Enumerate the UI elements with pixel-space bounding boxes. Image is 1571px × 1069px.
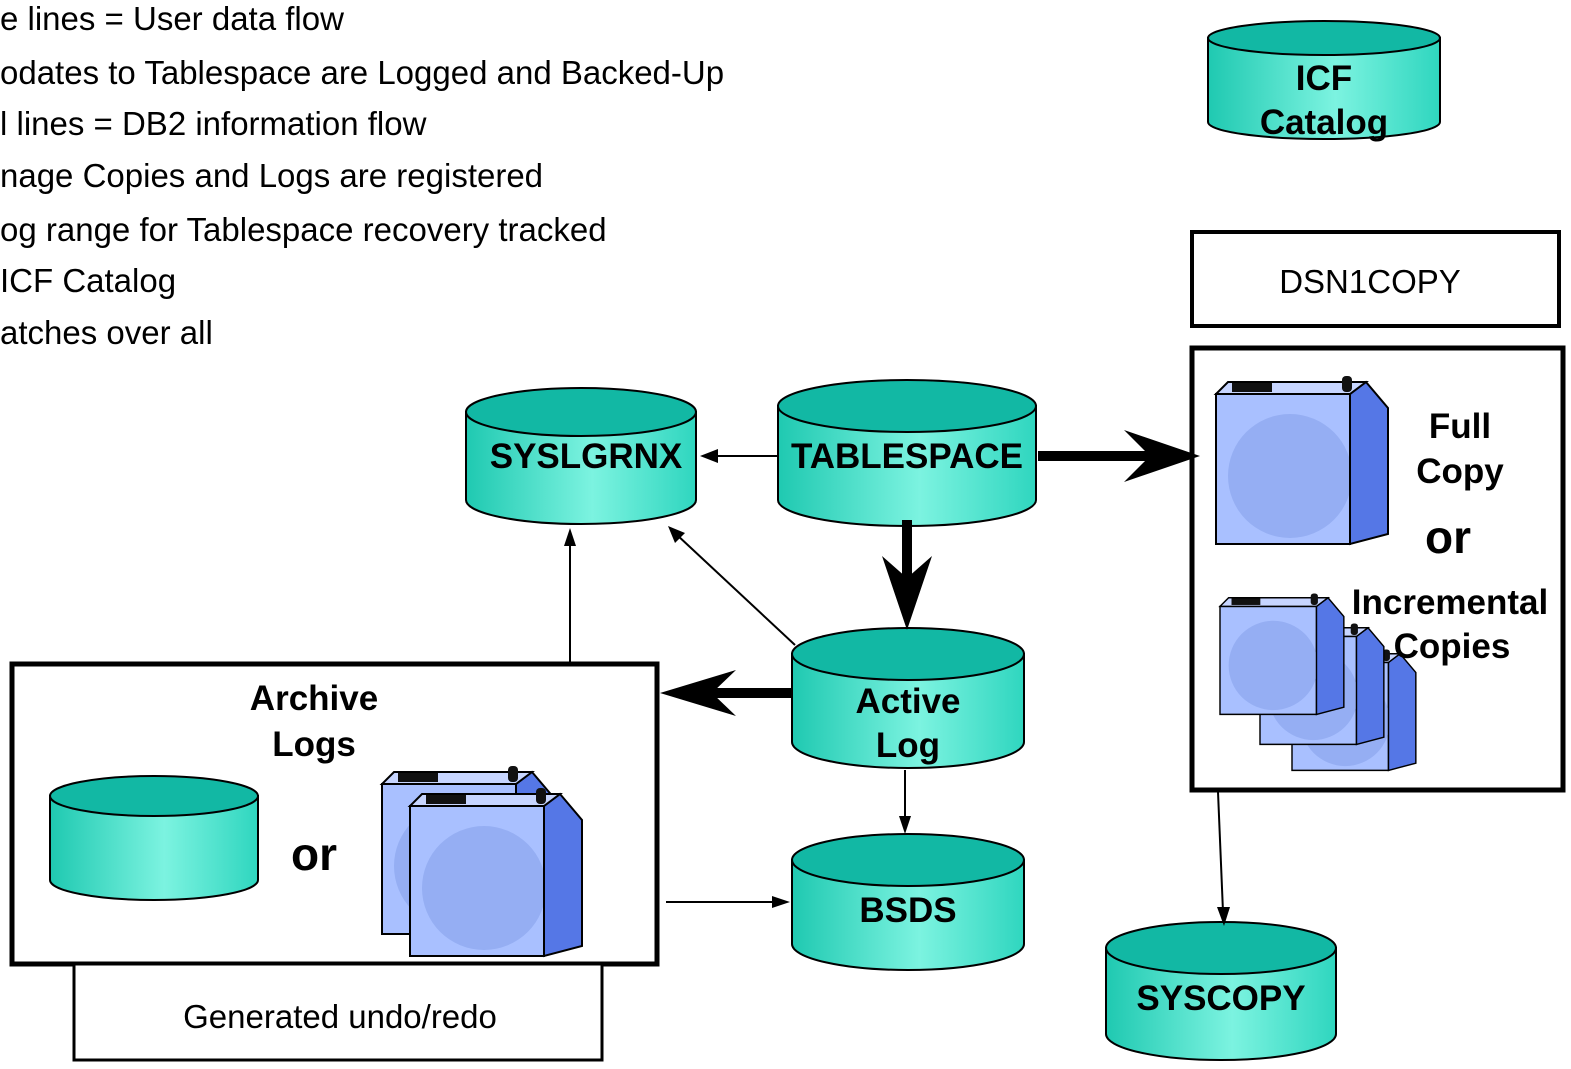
active-log-cylinder: Active Log xyxy=(791,627,1025,769)
archive-logs-label-2: Logs xyxy=(272,725,356,764)
note-line-1: e lines = User data flow xyxy=(0,0,344,37)
generated-undo-redo-label: Generated undo/redo xyxy=(183,998,497,1035)
dsn1copy-label: DSN1COPY xyxy=(1279,263,1461,300)
tablespace-label: TABLESPACE xyxy=(791,437,1023,476)
note-line-3: l lines = DB2 information flow xyxy=(0,105,427,142)
archive-or-label: or xyxy=(291,828,337,880)
note-line-2: odates to Tablespace are Logged and Back… xyxy=(0,54,724,91)
dsn1copy-box: DSN1COPY xyxy=(1190,230,1561,328)
syslgrnx-label: SYSLGRNX xyxy=(490,437,683,476)
arrow-active-log-to-syslgrnx xyxy=(668,526,796,646)
full-copy-label-1: Full xyxy=(1429,407,1491,446)
note-line-6: ICF Catalog xyxy=(0,262,176,299)
syscopy-label: SYSCOPY xyxy=(1136,979,1305,1018)
syscopy-cylinder: SYSCOPY xyxy=(1105,921,1337,1061)
notes: e lines = User data flow odates to Table… xyxy=(0,0,724,351)
icf-catalog-label-2: Catalog xyxy=(1260,103,1388,142)
icf-catalog-cylinder: ICF Catalog xyxy=(1207,20,1441,142)
image-copies-box: Full Copy or Incremental Copies xyxy=(1189,345,1566,793)
arrow-tablespace-to-copies xyxy=(1038,430,1200,482)
note-line-4: nage Copies and Logs are registered xyxy=(0,157,543,194)
active-log-label-2: Log xyxy=(876,726,940,765)
arrow-copies-to-syscopy xyxy=(1217,791,1230,926)
archive-logs-box: Archive Logs or xyxy=(9,661,660,967)
full-copy-tape-icon xyxy=(1215,375,1389,545)
incremental-copies-label-2: Copies xyxy=(1394,627,1511,666)
icf-catalog-label-1: ICF xyxy=(1296,59,1352,98)
note-line-5: og range for Tablespace recovery tracked xyxy=(0,211,607,248)
archive-disk-cylinder xyxy=(49,775,259,901)
syslgrnx-cylinder: SYSLGRNX xyxy=(465,387,697,525)
connectors xyxy=(564,430,1230,926)
copies-or-label: or xyxy=(1425,511,1471,563)
archive-logs-label-1: Archive xyxy=(250,679,378,718)
arrow-tablespace-to-syslgrnx xyxy=(700,449,778,463)
arrow-archive-to-bsds xyxy=(666,896,790,908)
tablespace-cylinder: TABLESPACE xyxy=(777,379,1037,527)
full-copy-label-2: Copy xyxy=(1416,452,1504,491)
arrow-archive-to-syslgrnx xyxy=(564,528,576,662)
active-log-label-1: Active xyxy=(855,682,960,721)
incremental-copies-label-1: Incremental xyxy=(1352,583,1548,622)
archive-tapes-icon xyxy=(381,765,583,957)
bsds-cylinder: BSDS xyxy=(791,833,1025,971)
bsds-label: BSDS xyxy=(859,891,956,930)
note-line-7: atches over all xyxy=(0,314,213,351)
arrow-tablespace-to-active-log xyxy=(882,520,932,630)
arrow-active-log-to-archive xyxy=(660,670,792,716)
arrow-active-log-to-bsds xyxy=(899,770,911,834)
generated-undo-redo-box: Generated undo/redo xyxy=(72,962,604,1062)
